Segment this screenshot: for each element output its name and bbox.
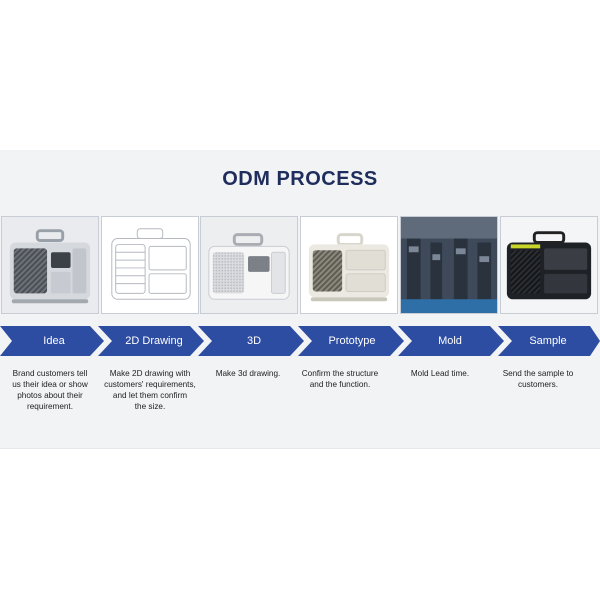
- band-divider: [0, 448, 600, 449]
- arrow-mold: [398, 326, 504, 356]
- step-desc-3d: Make 3d drawing.: [215, 369, 281, 378]
- arrow-sample: [498, 326, 600, 356]
- page-title: ODM PROCESS: [222, 168, 378, 190]
- step-desc-mold: Mold Lead time.: [410, 369, 470, 378]
- step-label-mold: Mold: [438, 335, 462, 347]
- step-label-2d-drawing: 2D Drawing: [125, 335, 183, 347]
- prototype-image: [300, 216, 398, 314]
- arrow-2d-drawing: [98, 326, 204, 356]
- 2d-drawing-image: [101, 216, 199, 314]
- arrow-prototype: [298, 326, 404, 356]
- step-label-3d: 3D: [246, 335, 262, 347]
- step-label-sample: Sample: [529, 335, 567, 347]
- step-label-idea: Idea: [43, 335, 65, 347]
- sample-product-image: [500, 216, 598, 314]
- 3d-model-image: [200, 216, 298, 314]
- arrow-idea: [0, 326, 104, 356]
- arrow-3d: [198, 326, 304, 356]
- mold-machinery-image: [400, 216, 498, 314]
- step-label-prototype: Prototype: [328, 335, 376, 347]
- process-arrows: [0, 326, 600, 356]
- idea-product-image: [1, 216, 99, 314]
